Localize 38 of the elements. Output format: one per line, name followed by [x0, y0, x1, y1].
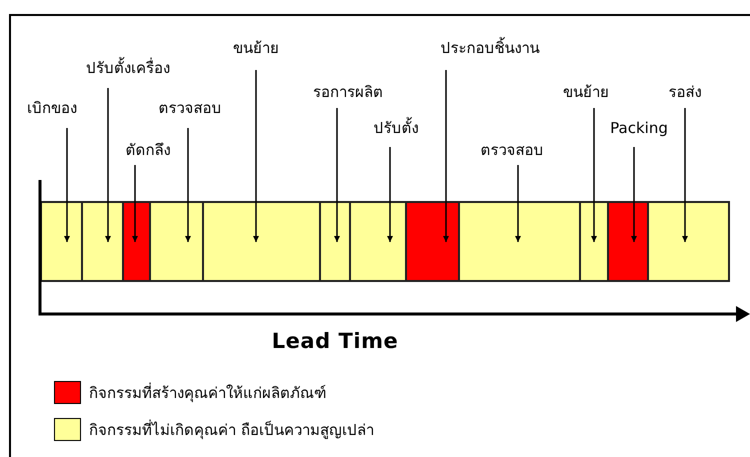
arrow — [334, 108, 340, 242]
activity-label: ตัดกลึง — [126, 140, 170, 160]
arrow — [132, 165, 138, 242]
activity-label: ประกอบชิ้นงาน — [440, 38, 540, 58]
activity-label: ปรับตั้งเครื่อง — [86, 58, 170, 78]
timeline-segment — [607, 201, 649, 282]
timeline-segment — [579, 201, 609, 282]
legend-text: กิจกรรมที่ไม่เกิดคุณค่า ถือเป็นความสูญเปล่า — [89, 420, 374, 440]
timeline-segment — [149, 201, 204, 282]
activity-label: รอการผลิต — [313, 82, 383, 102]
arrow — [631, 147, 637, 242]
arrow — [105, 88, 111, 242]
activity-label: ตรวจสอบ — [158, 98, 222, 118]
activity-label: ขนย้าย — [563, 82, 609, 102]
arrow — [443, 70, 449, 242]
activity-label: ขนย้าย — [233, 38, 279, 58]
arrow — [64, 128, 70, 242]
arrow — [515, 165, 521, 242]
timeline-segment — [458, 201, 581, 282]
timeline-segment — [405, 201, 460, 282]
timeline-segment — [349, 201, 407, 282]
timeline-segment — [202, 201, 321, 282]
axis-label: Lead Time — [272, 328, 398, 355]
timeline-segment — [647, 201, 730, 282]
activity-label: ตรวจสอบ — [480, 140, 544, 160]
timeline-segment — [81, 201, 124, 282]
timeline-segment — [319, 201, 351, 282]
arrow — [682, 108, 688, 242]
arrow — [387, 147, 393, 242]
legend-text: กิจกรรมที่สร้างคุณค่าให้แก่ผลิตภัณฑ์ — [89, 382, 326, 402]
activity-label: ปรับตั้ง — [374, 118, 418, 138]
arrow — [185, 128, 191, 242]
arrow — [591, 108, 597, 242]
activity-label: รอส่ง — [668, 82, 702, 102]
activity-label: Packing — [610, 118, 668, 138]
timeline-segment — [122, 201, 151, 282]
arrow — [253, 70, 259, 242]
activity-label: เบิกของ — [27, 98, 77, 118]
